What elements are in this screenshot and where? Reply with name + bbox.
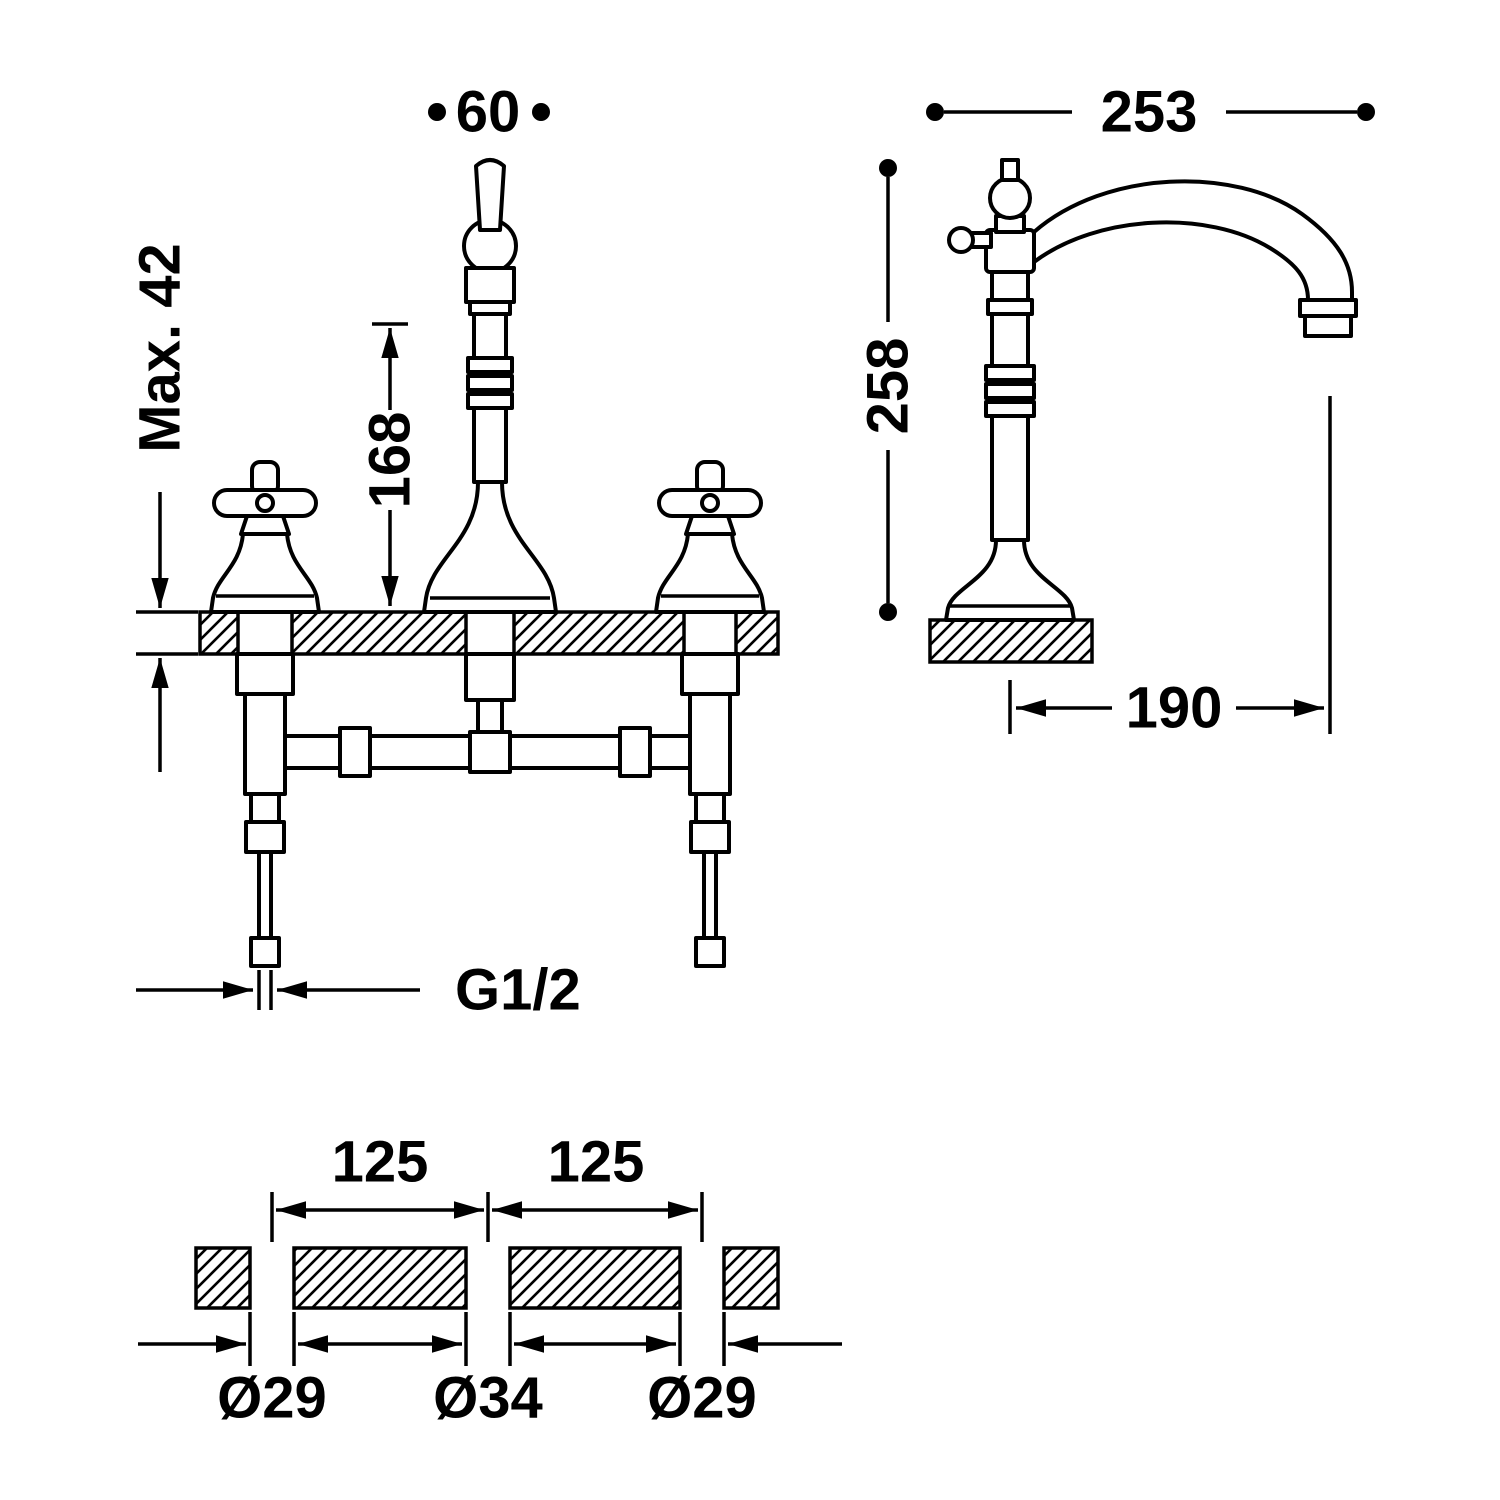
right-handle-hub — [700, 493, 720, 513]
bridge-pipe-left — [283, 734, 480, 770]
dim-spacing-left-label: 125 — [332, 1130, 429, 1195]
dim-hole-right-label: Ø29 — [647, 1366, 757, 1431]
left-handle — [209, 460, 321, 614]
dim-dot — [926, 103, 944, 121]
countertop-section-front — [198, 610, 780, 656]
left-tail-fitting — [249, 936, 281, 968]
finial-ball — [988, 176, 1032, 220]
right-valve-step — [694, 792, 726, 824]
countertop-hole-plan — [194, 1246, 780, 1310]
dimension-overall-depth: 253 — [926, 80, 1375, 145]
dimension-spout-height: 168 — [358, 322, 423, 606]
dimension-top-width: 60 — [428, 80, 550, 145]
right-handle — [654, 460, 766, 614]
dim-hole-left-label: Ø29 — [217, 1366, 327, 1431]
right-shank-nut — [680, 652, 740, 696]
dimension-overall-height: 258 — [856, 159, 921, 621]
spout-curve — [1032, 179, 1354, 302]
right-handle-bell — [654, 532, 766, 614]
spout-column-front — [422, 158, 558, 614]
lever-handle — [474, 158, 506, 232]
dim-overall-height-label: 258 — [856, 338, 921, 435]
bottom-view: 125 125 Ø29 Ø34 Ø29 — [138, 1130, 842, 1431]
left-handle-hub — [255, 493, 275, 513]
right-tail-fitting — [694, 936, 726, 968]
side-view: 253 258 190 — [856, 80, 1375, 741]
dim-spout-height-label: 168 — [358, 412, 423, 509]
aerator-rim — [1298, 298, 1358, 318]
base-flare-side — [944, 538, 1076, 622]
dimension-hole-diameters: Ø29 Ø34 Ø29 — [138, 1312, 842, 1431]
dimension-hole-spacing: 125 125 — [270, 1130, 704, 1242]
dim-overall-depth-label: 253 — [1101, 80, 1198, 145]
front-view: 60 Max. 42 168 G1/2 — [128, 80, 780, 1023]
dim-thread-label: G1/2 — [455, 958, 581, 1023]
right-handle-neck — [684, 514, 736, 536]
spout-collar — [464, 266, 516, 304]
dim-spacing-right-label: 125 — [548, 1130, 645, 1195]
finial-stem — [1000, 158, 1020, 182]
dim-dot — [428, 103, 446, 121]
handle-knob-side — [947, 226, 975, 254]
dim-dot — [879, 603, 897, 621]
dim-hole-center-label: Ø34 — [433, 1366, 543, 1431]
dim-spout-reach-label: 190 — [1126, 676, 1223, 741]
dim-dot — [532, 103, 550, 121]
countertop-section-side — [928, 618, 1094, 664]
left-valve-body — [243, 692, 287, 796]
left-tail-nut — [244, 820, 286, 854]
right-supply-tube — [702, 850, 718, 940]
dimension-thread-size: G1/2 — [136, 958, 581, 1023]
center-junction — [468, 730, 512, 774]
bridge-pipe-right — [500, 734, 692, 770]
dim-max-thickness-label: Max. 42 — [128, 243, 193, 453]
dim-dot — [879, 159, 897, 177]
faucet-profile-side — [944, 158, 1358, 622]
left-valve-step — [249, 792, 281, 824]
dimension-max-counter-thickness: Max. 42 — [128, 243, 198, 772]
left-handle-bell — [209, 532, 321, 614]
dim-dot — [1357, 103, 1375, 121]
coupling-nut-right — [618, 726, 652, 778]
spout-base-flare — [422, 480, 558, 614]
under-counter-assembly — [235, 652, 740, 968]
coupling-nut-left — [338, 726, 372, 778]
aerator-tip — [1303, 314, 1353, 338]
right-valve-body — [688, 692, 732, 796]
dimension-spout-reach: 190 — [1008, 396, 1332, 741]
right-tail-nut — [689, 820, 731, 854]
body-side — [984, 228, 1036, 274]
left-shank-nut — [235, 652, 295, 696]
dim-top-width-label: 60 — [456, 80, 521, 145]
center-shank — [464, 652, 516, 702]
left-supply-tube — [257, 850, 273, 940]
left-handle-neck — [239, 514, 291, 536]
